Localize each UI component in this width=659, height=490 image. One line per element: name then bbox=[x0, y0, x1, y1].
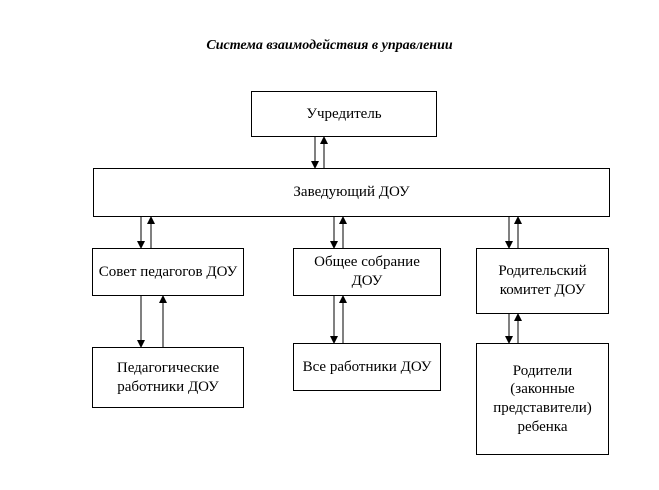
founder-label: Учредитель bbox=[306, 105, 382, 122]
council-label: Совет педагогов ДОУ bbox=[98, 263, 238, 280]
assembly-label: Общее собрание ДОУ bbox=[314, 254, 420, 289]
parents-label: Родители (законные представители) ребенк… bbox=[493, 362, 592, 435]
teachers-box: Педагогические работники ДОУ bbox=[92, 347, 244, 408]
teachers-label: Педагогические работники ДОУ bbox=[116, 359, 220, 395]
founder-box: Учредитель bbox=[251, 91, 437, 137]
diagram-title: Система взаимодействия в управлении bbox=[206, 38, 453, 53]
parent-committee-box: Родительский комитет ДОУ bbox=[476, 248, 609, 314]
council-box: Совет педагогов ДОУ bbox=[92, 248, 244, 296]
all-staff-box: Все работники ДОУ bbox=[293, 343, 441, 391]
head-label: Заведующий ДОУ bbox=[293, 184, 410, 201]
head-box: Заведующий ДОУ bbox=[93, 168, 610, 217]
assembly-box: Общее собрание ДОУ bbox=[293, 248, 441, 296]
parents-box: Родители (законные представители) ребенк… bbox=[476, 343, 609, 455]
parent-committee-label: Родительский комитет ДОУ bbox=[498, 263, 587, 298]
all-staff-label: Все работники ДОУ bbox=[302, 358, 432, 375]
